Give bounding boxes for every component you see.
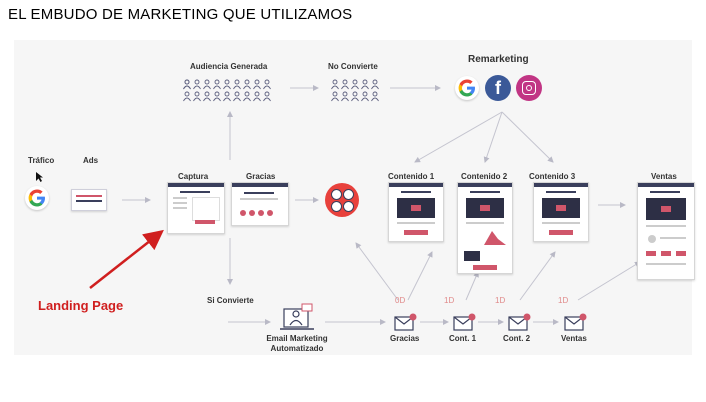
gracias-page-thumbnail [231,182,289,226]
contenido2-page-thumbnail [457,182,513,274]
email-marketing-label-line1: Email Marketing [266,334,328,343]
instagram-icon [516,75,542,101]
day-label-1c: 1D [558,296,569,305]
email-cont2-icon [508,313,532,336]
contenido1-label: Contenido 1 [388,172,435,181]
email-cont1-label: Cont. 1 [449,334,477,343]
contenido2-label: Contenido 2 [461,172,508,181]
ads-card-icon [71,189,107,211]
email-cont2-label: Cont. 2 [503,334,531,343]
ventas-page-label: Ventas [651,172,677,181]
remarketing-google-icon [455,76,479,100]
remarketing-label: Remarketing [468,54,529,65]
ads-label: Ads [83,156,99,165]
traffic-label: Tráfico [28,156,55,165]
contenido3-page-thumbnail [533,182,589,242]
no-convierte-label: No Convierte [328,62,378,71]
day-label-0: 0D [395,296,406,305]
google-icon [25,186,49,210]
day-label-1a: 1D [444,296,455,305]
ventas-page-thumbnail [637,182,695,280]
landing-page-callout: Landing Page [38,298,124,313]
non-converted-people-icon [331,79,381,106]
social-networks-badge [325,183,359,217]
cursor-icon [36,172,43,182]
captura-page-thumbnail [167,182,225,234]
email-ventas-icon [564,313,588,336]
page-title: EL EMBUDO DE MARKETING QUE UTILIZAMOS [8,6,353,23]
contenido1-page-thumbnail [388,182,444,242]
si-convierte-label: Si Convierte [207,296,254,305]
day-label-1b: 1D [495,296,506,305]
email-gracias-icon [394,313,418,336]
email-marketing-label-line2: Automatizado [270,344,324,353]
facebook-icon: f [485,75,511,101]
audience-people-icon [183,79,281,106]
email-gracias-label: Gracias [390,334,420,343]
email-marketing-icon [280,303,314,331]
captura-label: Captura [178,172,209,181]
gracias-page-label: Gracias [246,172,276,181]
audiencia-label: Audiencia Generada [190,62,268,71]
email-ventas-label: Ventas [561,334,587,343]
email-cont1-icon [453,313,477,336]
contenido3-label: Contenido 3 [529,172,576,181]
